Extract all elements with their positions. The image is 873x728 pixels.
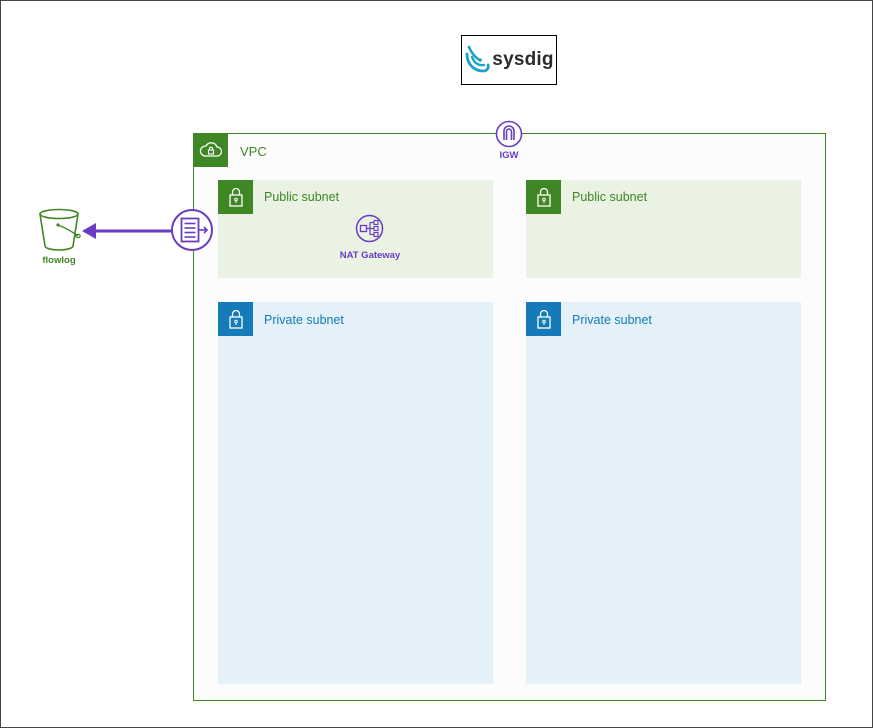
flowlog-bucket-label: flowlog: [42, 255, 76, 266]
private-subnet-right-label: Private subnet: [572, 313, 652, 327]
nat-gateway-icon: [355, 214, 384, 243]
sysdig-logo-icon: [465, 45, 490, 73]
public-subnet-right-label: Public subnet: [572, 190, 648, 204]
vpc-flow-logs-icon: [171, 209, 213, 251]
public-subnet-left-badge: [218, 180, 253, 214]
nat-gateway-label: NAT Gateway: [339, 250, 401, 261]
private-subnet-right: [526, 302, 801, 684]
private-subnet-left-label: Private subnet: [264, 313, 344, 327]
lock-icon: [228, 309, 243, 329]
vpc-label: VPC: [240, 144, 267, 159]
sysdig-logo-text: sysdig: [492, 49, 554, 70]
private-subnet-right-badge: [526, 302, 561, 336]
public-subnet-right: [526, 180, 801, 278]
public-subnet-left: [218, 180, 493, 278]
cloud-lock-icon: [199, 142, 222, 157]
flowlog-arrow: [82, 223, 174, 239]
lock-icon: [228, 187, 243, 207]
s3-bucket-icon: [39, 208, 81, 251]
igw-label: IGW: [499, 150, 519, 161]
public-subnet-right-badge: [526, 180, 561, 214]
private-subnet-left: [218, 302, 493, 684]
private-subnet-left-badge: [218, 302, 253, 336]
public-subnet-left-label: Public subnet: [264, 190, 340, 204]
lock-icon: [536, 309, 551, 329]
vpc-badge: [193, 133, 228, 167]
sysdig-logo: sysdig: [461, 35, 557, 85]
internet-gateway-icon: [495, 120, 523, 148]
lock-icon: [536, 187, 551, 207]
